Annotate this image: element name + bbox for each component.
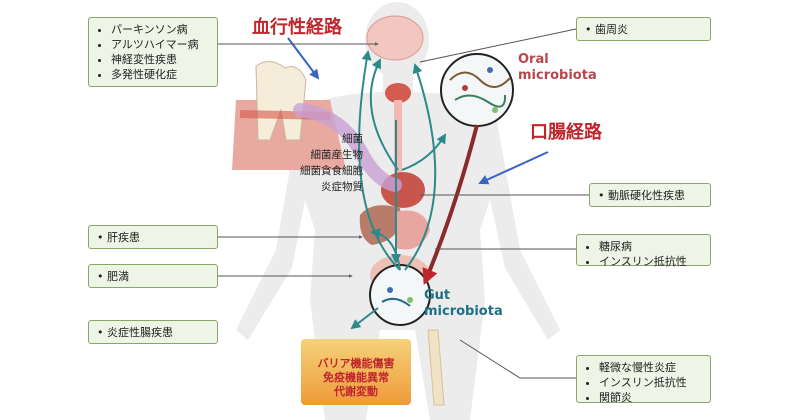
oral-gut-route-label: 口腸経路 <box>530 122 602 143</box>
gut-microbiota-line2: microbiota <box>424 304 503 319</box>
oral-cavity <box>385 83 411 103</box>
oral-microbiota-line1: Oral <box>518 52 549 67</box>
oral-gut-route-arrow <box>478 151 549 185</box>
disease-ibd: 炎症性腸疾患 <box>97 326 173 339</box>
oral-microbiota-line2: microbiota <box>518 68 597 83</box>
barrier-warning-text: バリア機能傷害 免疫機能異常 代謝変動 <box>301 357 411 399</box>
arteriosclerosis-box: 動脈硬化性疾患 <box>589 183 711 207</box>
disease-parkinson: パーキンソン病 <box>111 22 209 37</box>
oral-to-gut-arrow <box>422 124 479 285</box>
substance-phagocytes: 細菌貪食細胞 <box>300 165 363 177</box>
oral-microbiota-circle <box>440 53 514 127</box>
disease-arthritis: 関節炎 <box>599 390 702 405</box>
brain <box>366 15 424 61</box>
neuro-disease-box: パーキンソン病 アルツハイマー病 神経変性疾患 多発性硬化症 <box>88 17 218 87</box>
gut-microbiota-label: Gut microbiota <box>424 288 503 320</box>
liver-disease-box: 肝疾患 <box>88 225 218 249</box>
obesity-box: 肥満 <box>88 264 218 288</box>
disease-obesity: 肥満 <box>97 270 129 283</box>
substance-inflammatory: 炎症物質 <box>321 181 363 193</box>
stomach <box>395 210 430 250</box>
disease-neurodegeneration: 神経変性疾患 <box>111 52 209 67</box>
disease-insulin-resistance-2: インスリン抵抗性 <box>599 375 702 390</box>
substance-bacterial-products: 細菌産生物 <box>310 149 364 161</box>
metabolic-change: 代謝変動 <box>334 385 378 398</box>
teal-arrows <box>350 50 447 330</box>
ibd-box: 炎症性腸疾患 <box>88 320 218 344</box>
femur-bone <box>427 329 445 406</box>
disease-low-grade-inflammation: 軽微な慢性炎症 <box>599 360 702 375</box>
gut-microbiota-circle <box>369 264 431 326</box>
periodontitis-box: 歯周炎 <box>576 17 711 41</box>
tooth-illustration <box>232 61 346 170</box>
barrier-warning-box <box>301 339 411 405</box>
leader-lines <box>218 28 589 379</box>
immune-dysfunction: 免疫機能異常 <box>323 371 389 384</box>
oral-microbiota-label: Oral microbiota <box>518 52 597 84</box>
blood-route-label: 血行性経路 <box>252 17 342 38</box>
disease-periodontitis: 歯周炎 <box>585 23 628 36</box>
gut-microbiota-line1: Gut <box>424 288 451 303</box>
blood-route-arrow <box>287 37 320 80</box>
bacterial-substances-list: 細菌 細菌産生物 細菌貪食細胞 炎症物質 <box>283 131 363 195</box>
disease-arteriosclerosis: 動脈硬化性疾患 <box>598 189 685 202</box>
disease-alzheimer: アルツハイマー病 <box>111 37 209 52</box>
liver <box>359 205 401 245</box>
disease-liver: 肝疾患 <box>97 231 140 244</box>
disease-insulin-resistance: インスリン抵抗性 <box>599 254 702 269</box>
disease-diabetes: 糖尿病 <box>599 239 702 254</box>
barrier-function-damage: バリア機能傷害 <box>317 357 395 370</box>
substance-bacteria: 細菌 <box>342 133 363 145</box>
disease-ms: 多発性硬化症 <box>111 67 209 82</box>
diabetes-box: 糖尿病 インスリン抵抗性 <box>576 234 711 269</box>
chronic-inflammation-box: 軽微な慢性炎症 インスリン抵抗性 関節炎 <box>576 355 711 405</box>
